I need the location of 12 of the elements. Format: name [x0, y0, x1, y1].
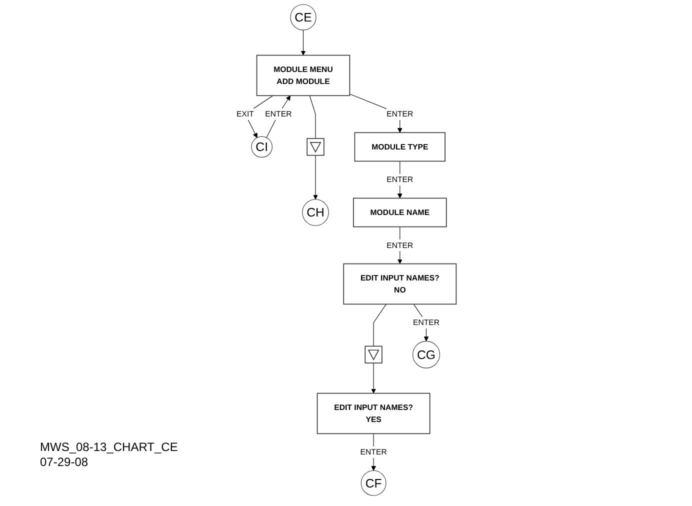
connector-circle: CH	[302, 199, 329, 226]
connector-circle: CF	[360, 470, 386, 496]
arrow	[312, 155, 318, 200]
chart-id-note: MWS_08-13_CHART_CE	[40, 440, 178, 455]
down-arrow-button-icon	[364, 346, 382, 364]
connector-circle: CI	[250, 136, 272, 158]
connector-circle: CG	[412, 340, 440, 368]
arrow	[370, 362, 376, 394]
arrow	[300, 30, 306, 56]
down-arrow-button-icon	[306, 138, 324, 156]
chart-id-note: 07-29-08	[40, 455, 90, 470]
connector-circle: CE	[290, 4, 316, 30]
